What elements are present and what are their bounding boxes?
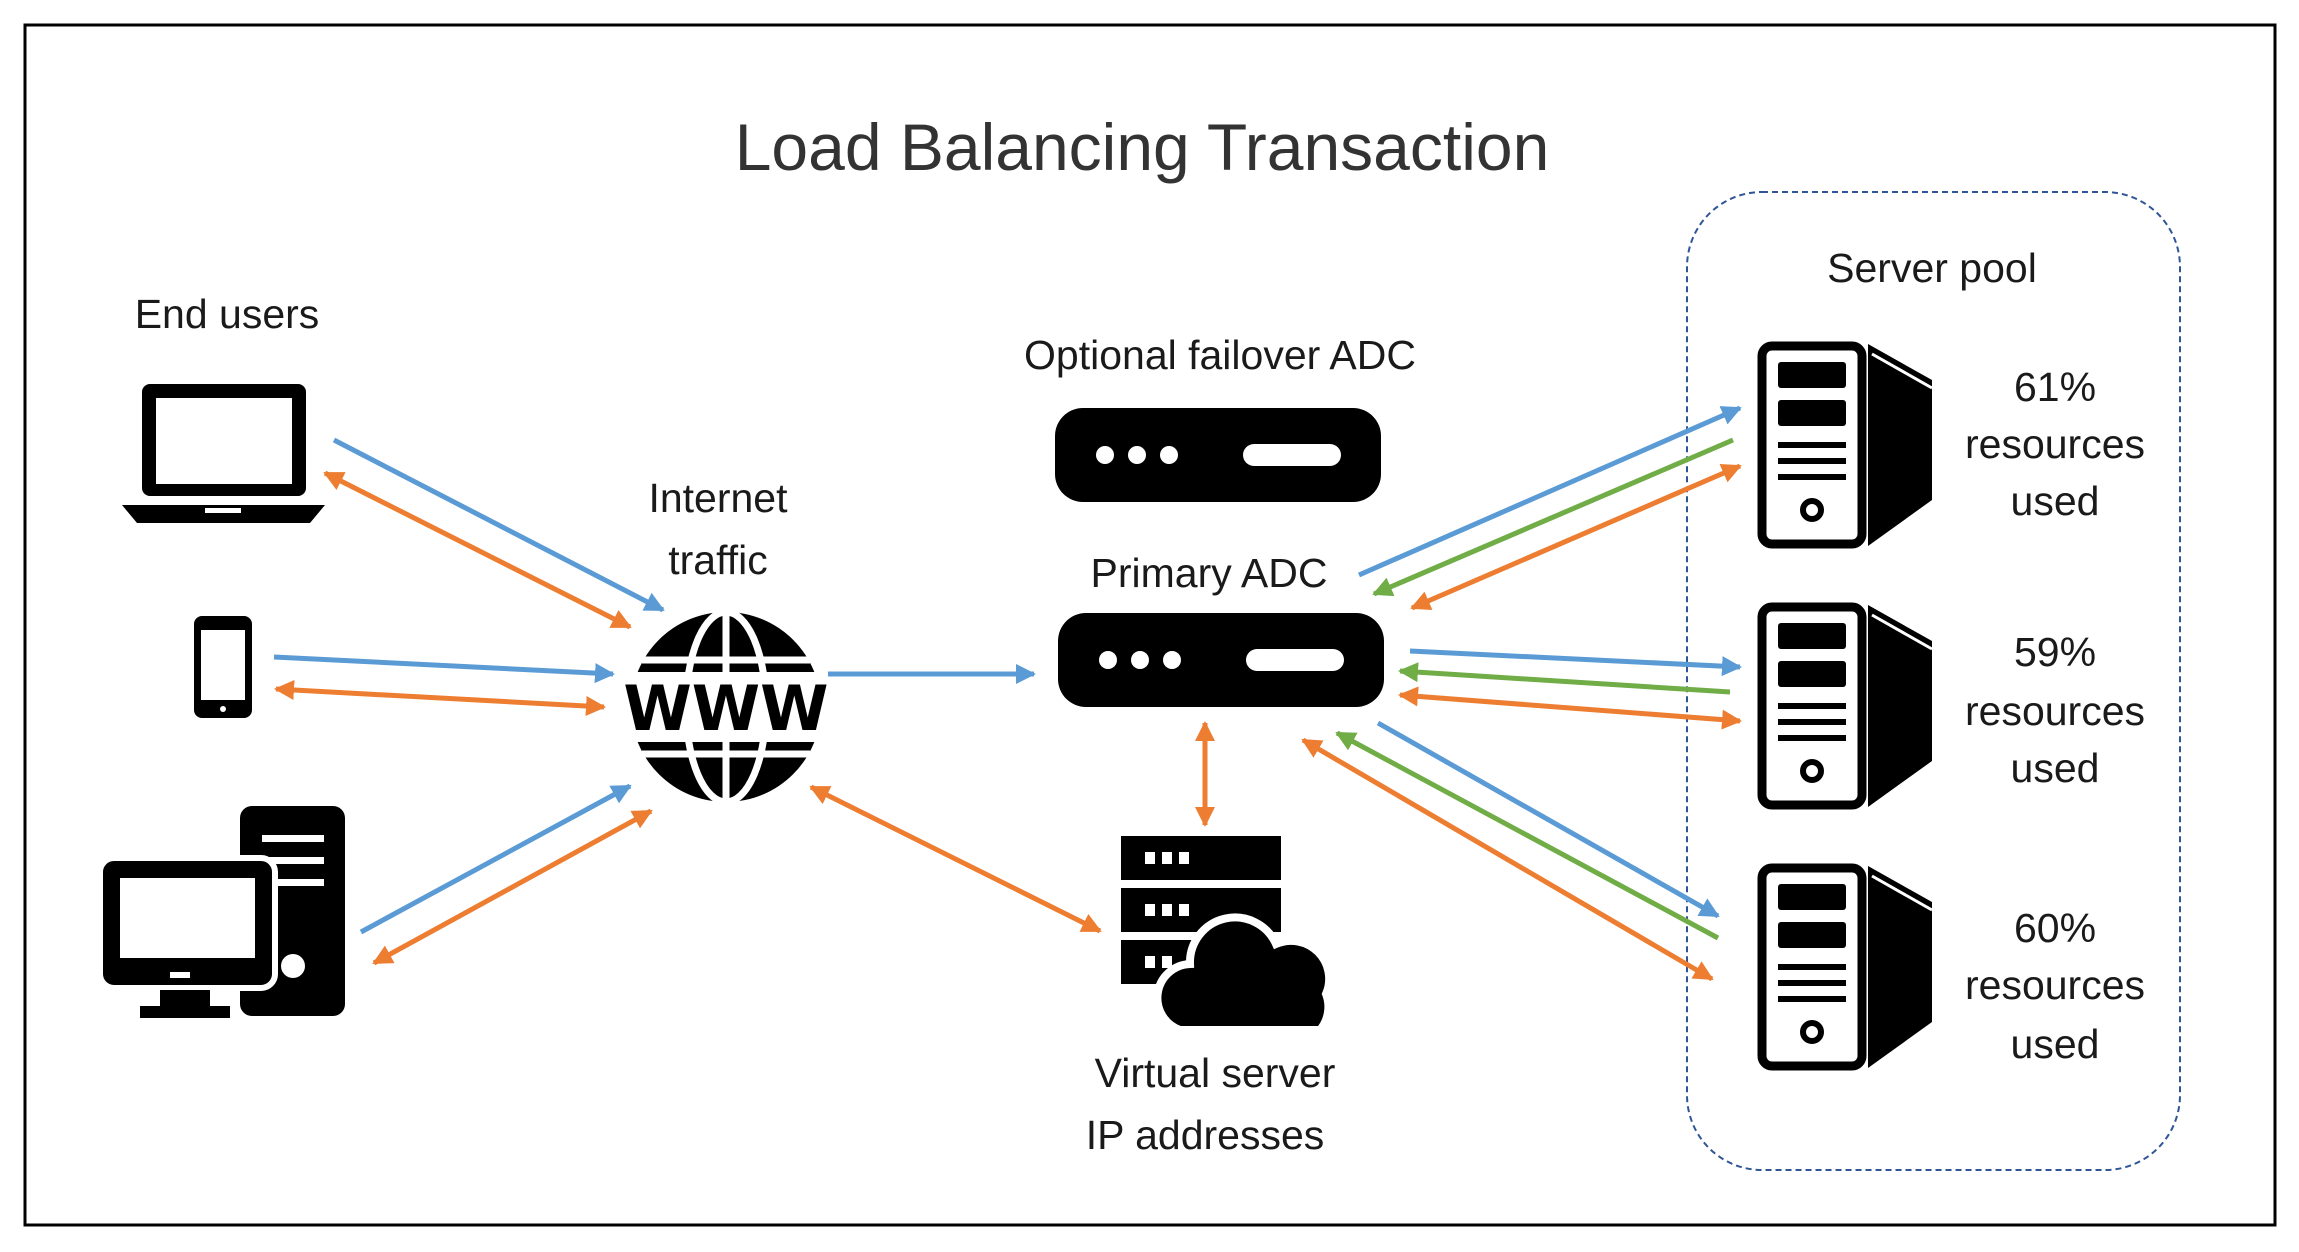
server-2-resources: resources	[1965, 688, 2145, 734]
arrow-server-2-health	[1398, 662, 1731, 695]
desktop-computer-icon	[97, 806, 345, 1018]
server-2-icon	[1762, 605, 1932, 807]
arrow-phone-to-internet	[273, 654, 615, 684]
server-1-icon	[1762, 344, 1932, 546]
arrow-desktop-internet-response	[372, 808, 653, 966]
server-3-icon	[1762, 866, 1932, 1068]
www-globe-icon: WWW	[620, 608, 832, 806]
server-2-used: used	[2011, 745, 2100, 791]
primary-adc-label: Primary ADC	[1091, 550, 1328, 596]
server-1-resources: resources	[1965, 421, 2145, 467]
virtual-server-label-line1: Virtual server	[1095, 1050, 1336, 1096]
arrow-server-1-response	[1410, 463, 1742, 611]
smartphone-icon	[194, 616, 252, 718]
server-3-resources: resources	[1965, 962, 2145, 1008]
arrow-adc-to-server-2	[1409, 648, 1742, 677]
svg-text:WWW: WWW	[623, 672, 828, 745]
arrow-internet-virtual-server	[809, 784, 1102, 934]
virtual-server-cloud-icon	[1121, 836, 1334, 1034]
arrow-server-2-response	[1398, 686, 1742, 730]
arrow-laptop-to-internet	[332, 437, 665, 613]
failover-adc-label: Optional failover ADC	[1024, 332, 1416, 378]
arrow-phone-internet-response	[274, 680, 606, 716]
arrow-server-3-response	[1301, 737, 1714, 982]
arrow-server-1-health	[1372, 437, 1734, 597]
internet-label-line1: Internet	[648, 475, 788, 521]
laptop-icon	[122, 384, 325, 523]
arrow-server-3-health	[1335, 730, 1720, 941]
failover-adc-icon	[1055, 408, 1381, 502]
arrow-adc-to-server-3	[1376, 720, 1720, 919]
virtual-server-label-line2: IP addresses	[1086, 1112, 1325, 1158]
primary-adc-icon	[1058, 613, 1384, 707]
diagram-title: Load Balancing Transaction	[735, 110, 1550, 184]
server-1-used: used	[2011, 478, 2100, 524]
frame-border	[23, 23, 2277, 1227]
server-pool-box	[1686, 191, 2181, 1171]
arrow-desktop-to-internet	[359, 783, 632, 935]
internet-label-line2: traffic	[668, 537, 768, 583]
server-3-percent: 60%	[2014, 905, 2096, 951]
server-pool-label: Server pool	[1827, 245, 2037, 291]
server-1-percent: 61%	[2014, 364, 2096, 410]
server-2-percent: 59%	[2014, 629, 2096, 675]
server-3-used: used	[2011, 1021, 2100, 1067]
arrow-laptop-internet-response	[323, 470, 632, 630]
end-users-label: End users	[135, 291, 320, 337]
